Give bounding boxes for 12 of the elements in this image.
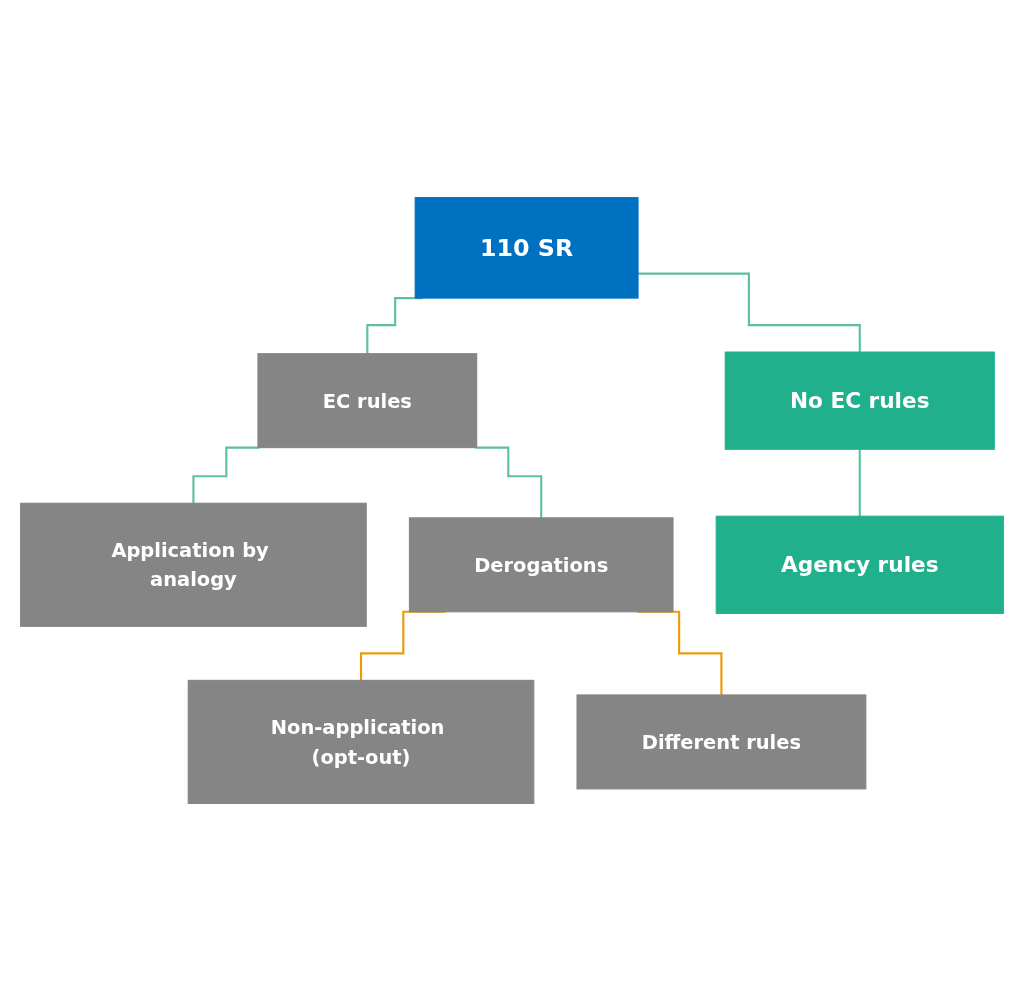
- node-box: EC rules: [257, 353, 478, 449]
- node-box: 110 SR: [414, 197, 639, 299]
- node-box: Non-application (opt-out): [187, 679, 535, 804]
- connector: [192, 446, 260, 505]
- node-box: No EC rules: [724, 351, 995, 450]
- node-box: Application by analogy: [20, 502, 367, 627]
- node-box: Agency rules: [715, 515, 1004, 614]
- node-box: Different rules: [576, 694, 867, 790]
- connector: [858, 448, 861, 518]
- connector: [475, 446, 543, 519]
- connector: [638, 272, 861, 354]
- node-box: Derogations: [408, 517, 674, 613]
